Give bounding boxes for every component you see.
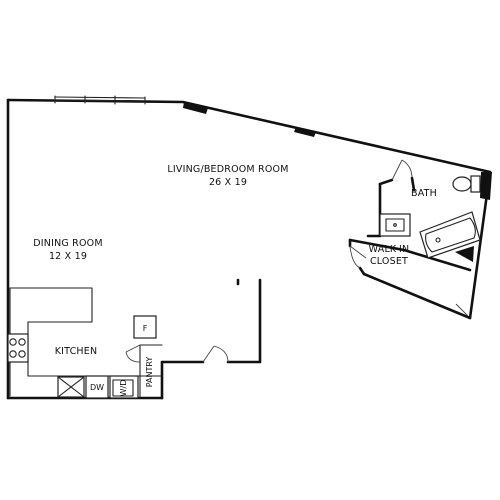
kitchen-label: KITCHEN <box>55 346 98 357</box>
closet-label-line1: WALK-IN <box>369 244 410 255</box>
kitchen-sink-icon <box>57 376 85 398</box>
toilet-icon <box>452 175 481 193</box>
pantry-label: PANTRY <box>145 357 154 388</box>
kitchen-counters <box>9 287 163 399</box>
bath-sink-icon <box>379 213 411 237</box>
fridge-icon <box>133 315 157 339</box>
washer-dryer-icon <box>112 379 134 397</box>
bathtub-icon <box>419 211 481 259</box>
living-room-dims: 26 X 19 <box>209 177 247 188</box>
doors <box>125 159 469 363</box>
dining-room-label: DINING ROOM <box>33 238 102 249</box>
stove-icon <box>7 333 29 363</box>
closet-label-line2: CLOSET <box>370 256 408 267</box>
fridge-label: F <box>143 324 148 333</box>
dining-room-dims: 12 X 19 <box>49 251 87 262</box>
bath-label: BATH <box>411 188 437 199</box>
interior-walls <box>139 176 472 400</box>
living-room-label: LIVING/BEDROOM ROOM <box>167 164 288 175</box>
columns <box>183 102 492 262</box>
washer-dryer-label: W/D <box>119 380 128 397</box>
windows <box>54 95 146 105</box>
dishwasher-label: DW <box>90 383 104 392</box>
